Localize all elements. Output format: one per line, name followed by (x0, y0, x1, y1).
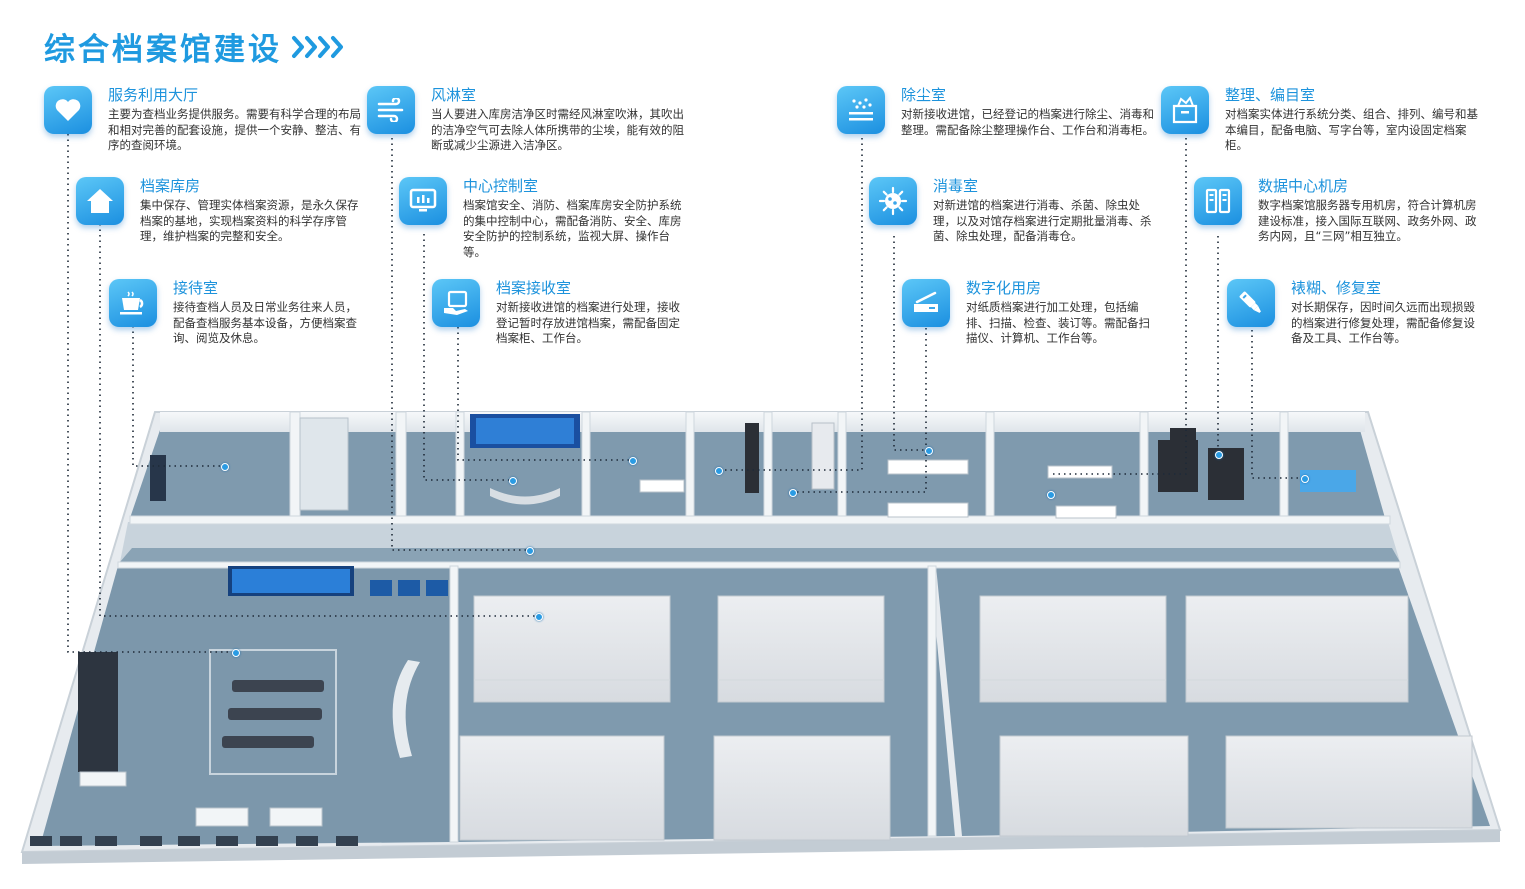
card-description: 对纸质档案进行加工处理，包括编排、扫描、检查、装订等。需配备扫描仪、计算机、工作… (966, 300, 1150, 345)
cabinet-block-1 (473, 595, 671, 703)
box-icon (1161, 86, 1209, 134)
leader-dust (718, 138, 863, 471)
card-title: 数字化用房 (966, 279, 1042, 297)
card-title: 裱糊、修复室 (1291, 279, 1382, 297)
chevrons-right-icon (290, 34, 354, 60)
card-description: 当人要进入库房洁净区时需经风淋室吹淋，其吹出的洁净空气可去除人体所携带的尘埃，能… (431, 107, 684, 152)
wind-icon (367, 86, 415, 134)
card-title: 档案库房 (140, 177, 201, 195)
room-marker-reception (221, 463, 229, 471)
room-marker-disinfect (925, 447, 933, 455)
card-title: 整理、编目室 (1225, 86, 1316, 104)
card-title: 风淋室 (431, 86, 477, 104)
corridor-floor (120, 548, 1400, 562)
room-marker-storage (535, 613, 543, 621)
lobby-floor (40, 566, 452, 846)
building-edge (22, 830, 1500, 864)
heart-icon (44, 86, 92, 134)
server-icon (1194, 177, 1242, 225)
leader-repair (1251, 330, 1304, 479)
leader-service (67, 134, 235, 653)
card-description: 档案馆安全、消防、档案库房安全防护系统的集中控制中心，需配备消防、安全、库房安全… (463, 198, 682, 259)
room-marker-receiving (629, 457, 637, 465)
card-title: 中心控制室 (463, 177, 539, 195)
card-description: 接待查档人员及日常业务往来人员，配备查档服务基本设备，方便档案查询、阅览及休息。 (173, 300, 357, 345)
room-marker-control (509, 477, 517, 485)
cabinet-block-8 (1225, 735, 1473, 829)
cabinet-block-2 (717, 595, 885, 703)
cabinet-block-5 (979, 595, 1167, 703)
page-title: 综合档案馆建设 (44, 24, 354, 69)
virus-icon (869, 177, 917, 225)
cabinet-block-7 (999, 735, 1189, 837)
leader-digital (792, 328, 927, 493)
card-description: 对新接收进馆的档案进行处理，接收登记暂时存放进馆档案，需配备固定档案柜、工作台。 (496, 300, 680, 345)
room-marker-arrange (1047, 491, 1055, 499)
card-title: 数据中心机房 (1258, 177, 1349, 195)
card-title: 档案接收室 (496, 279, 572, 297)
card-description: 对长期保存，因时间久远而出现损毁的档案进行修复处理，需配备修复设备及工具、工作台… (1291, 300, 1475, 345)
card-title: 服务利用大厅 (108, 86, 199, 104)
leader-arrange (1050, 138, 1187, 475)
room-marker-service (232, 649, 240, 657)
card-description: 数字档案馆服务器专用机房，符合计算机房建设标准，接入国际互联网、政务外网、政务内… (1258, 198, 1477, 243)
card-description: 对新进馆的档案进行消毒、杀菌、除虫处理，以及对馆存档案进行定期批量消毒、杀菌、除… (933, 198, 1152, 243)
house-icon (76, 177, 124, 225)
leader-receiving (457, 327, 632, 461)
brush-icon (1227, 279, 1275, 327)
leader-storage (99, 224, 538, 617)
cabinet-block-4 (713, 735, 891, 841)
card-description: 对档案实体进行系统分类、组合、排列、编号和基本编目，配备电脑、写字台等，室内设固… (1225, 107, 1478, 152)
dust-icon (837, 86, 885, 134)
room-marker-datacenter (1215, 451, 1223, 459)
card-description: 主要为查档业务提供服务。需要有科学合理的布局和相对完善的配套设施，提供一个安静、… (108, 107, 361, 152)
monitor-icon (399, 177, 447, 225)
card-title: 消毒室 (933, 177, 979, 195)
coffee-cup-icon (109, 279, 157, 327)
room-marker-repair (1301, 475, 1309, 483)
room-marker-dust (715, 467, 723, 475)
cabinet-block-6 (1185, 595, 1409, 703)
room-marker-airshower (526, 547, 534, 555)
leader-disinfect (893, 236, 928, 451)
scanner-icon (902, 279, 950, 327)
card-title: 除尘室 (901, 86, 947, 104)
card-description: 集中保存、管理实体档案资源，是永久保存档案的基地，实现档案资料的科学存序管理，维… (140, 198, 359, 243)
cabinet-block-3 (459, 735, 665, 841)
card-description: 对新接收进馆，已经登记的档案进行除尘、消毒和整理。需配备除尘整理操作台、工作台和… (901, 107, 1154, 137)
page-title-text: 综合档案馆建设 (44, 32, 282, 68)
card-title: 接待室 (173, 279, 219, 297)
room-marker-digital (789, 489, 797, 497)
document-hand-icon (432, 279, 480, 327)
